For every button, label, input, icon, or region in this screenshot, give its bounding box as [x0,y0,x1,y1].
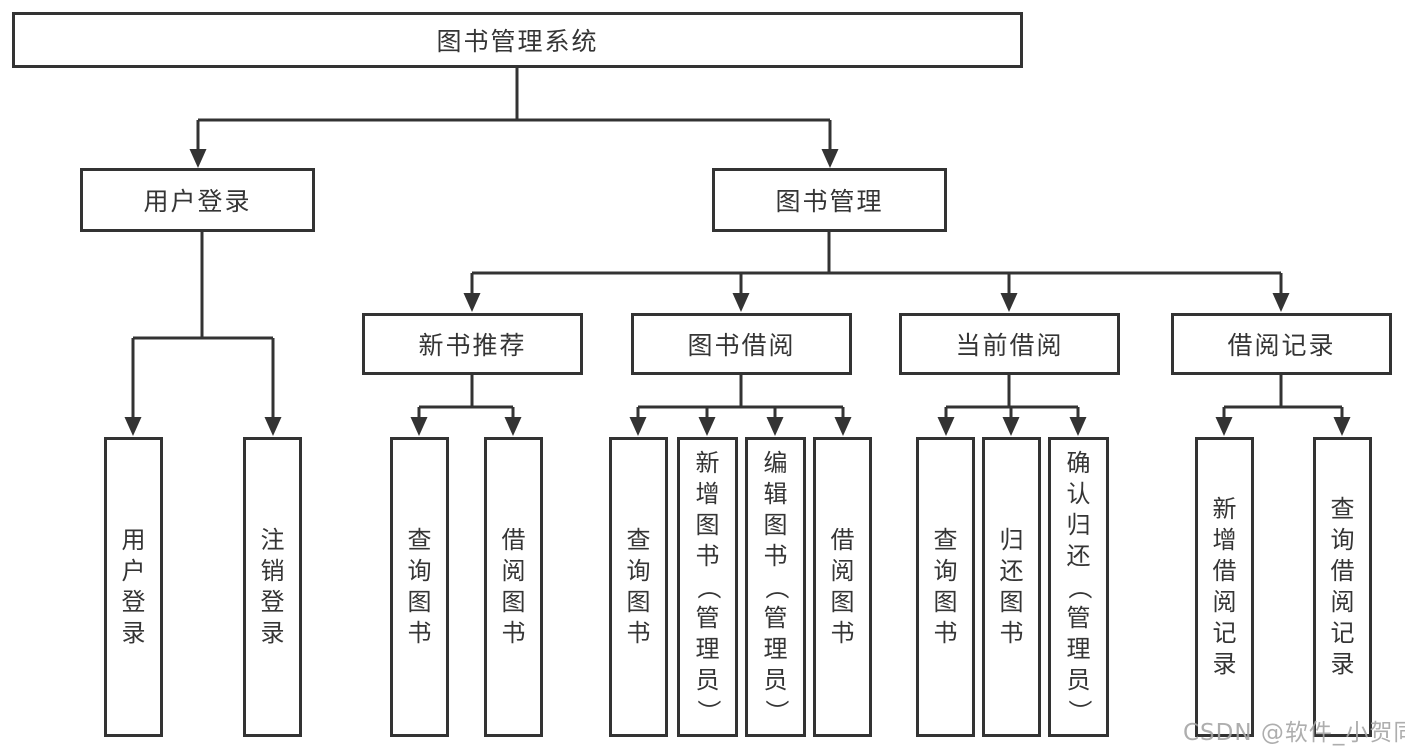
leaf-borrowing-borrow-book-label: 借阅图书 [830,526,855,647]
node-current-borrowing-label: 当前借阅 [955,331,1064,360]
leaf-recommend-query-book-label: 查询图书 [407,526,432,647]
leaf-current-query-book: 查询图书 [916,437,975,737]
leaf-logout: 注销登录 [243,437,302,737]
node-book-borrowing-label: 图书借阅 [687,331,796,360]
node-user-login-label: 用户登录 [143,187,252,216]
leaf-borrowing-add-book-admin: 新增图书（管理员） [677,437,738,737]
node-book-borrowing: 图书借阅 [631,313,852,375]
leaf-current-confirm-return-admin: 确认归还（管理员） [1048,437,1109,737]
leaf-user-login-label: 用户登录 [121,526,146,647]
node-new-book-recommend: 新书推荐 [362,313,583,375]
leaf-recommend-borrow-book-label: 借阅图书 [501,526,526,647]
leaf-borrowing-add-book-admin-label: 新增图书（管理员） [694,448,722,724]
leaf-current-confirm-return-admin-label: 确认归还（管理员） [1065,448,1093,724]
node-borrowing-records: 借阅记录 [1171,313,1392,375]
node-book-management: 图书管理 [712,168,947,232]
leaf-records-query-record-label: 查询借阅记录 [1330,495,1355,678]
node-root: 图书管理系统 [12,12,1023,68]
node-user-login: 用户登录 [80,168,315,232]
leaf-records-query-record: 查询借阅记录 [1313,437,1372,737]
node-book-management-label: 图书管理 [775,187,884,216]
leaf-current-return-book: 归还图书 [982,437,1041,737]
leaf-current-query-book-label: 查询图书 [933,526,958,647]
csdn-watermark: CSDN @软件_小贺同学 [1183,720,1405,746]
leaf-records-add-record-label: 新增借阅记录 [1212,495,1237,678]
leaf-recommend-query-book: 查询图书 [390,437,449,737]
node-new-book-recommend-label: 新书推荐 [418,331,527,360]
leaf-logout-label: 注销登录 [260,526,285,647]
leaf-borrowing-edit-book-admin: 编辑图书（管理员） [745,437,806,737]
leaf-user-login: 用户登录 [104,437,163,737]
leaf-borrowing-borrow-book: 借阅图书 [813,437,872,737]
leaf-current-return-book-label: 归还图书 [999,526,1024,647]
leaf-borrowing-edit-book-admin-label: 编辑图书（管理员） [762,448,790,724]
node-current-borrowing: 当前借阅 [899,313,1120,375]
leaf-recommend-borrow-book: 借阅图书 [484,437,543,737]
node-root-label: 图书管理系统 [436,27,599,56]
leaf-records-add-record: 新增借阅记录 [1195,437,1254,737]
leaf-borrowing-query-book-label: 查询图书 [626,526,651,647]
leaf-borrowing-query-book: 查询图书 [609,437,668,737]
node-borrowing-records-label: 借阅记录 [1227,331,1336,360]
